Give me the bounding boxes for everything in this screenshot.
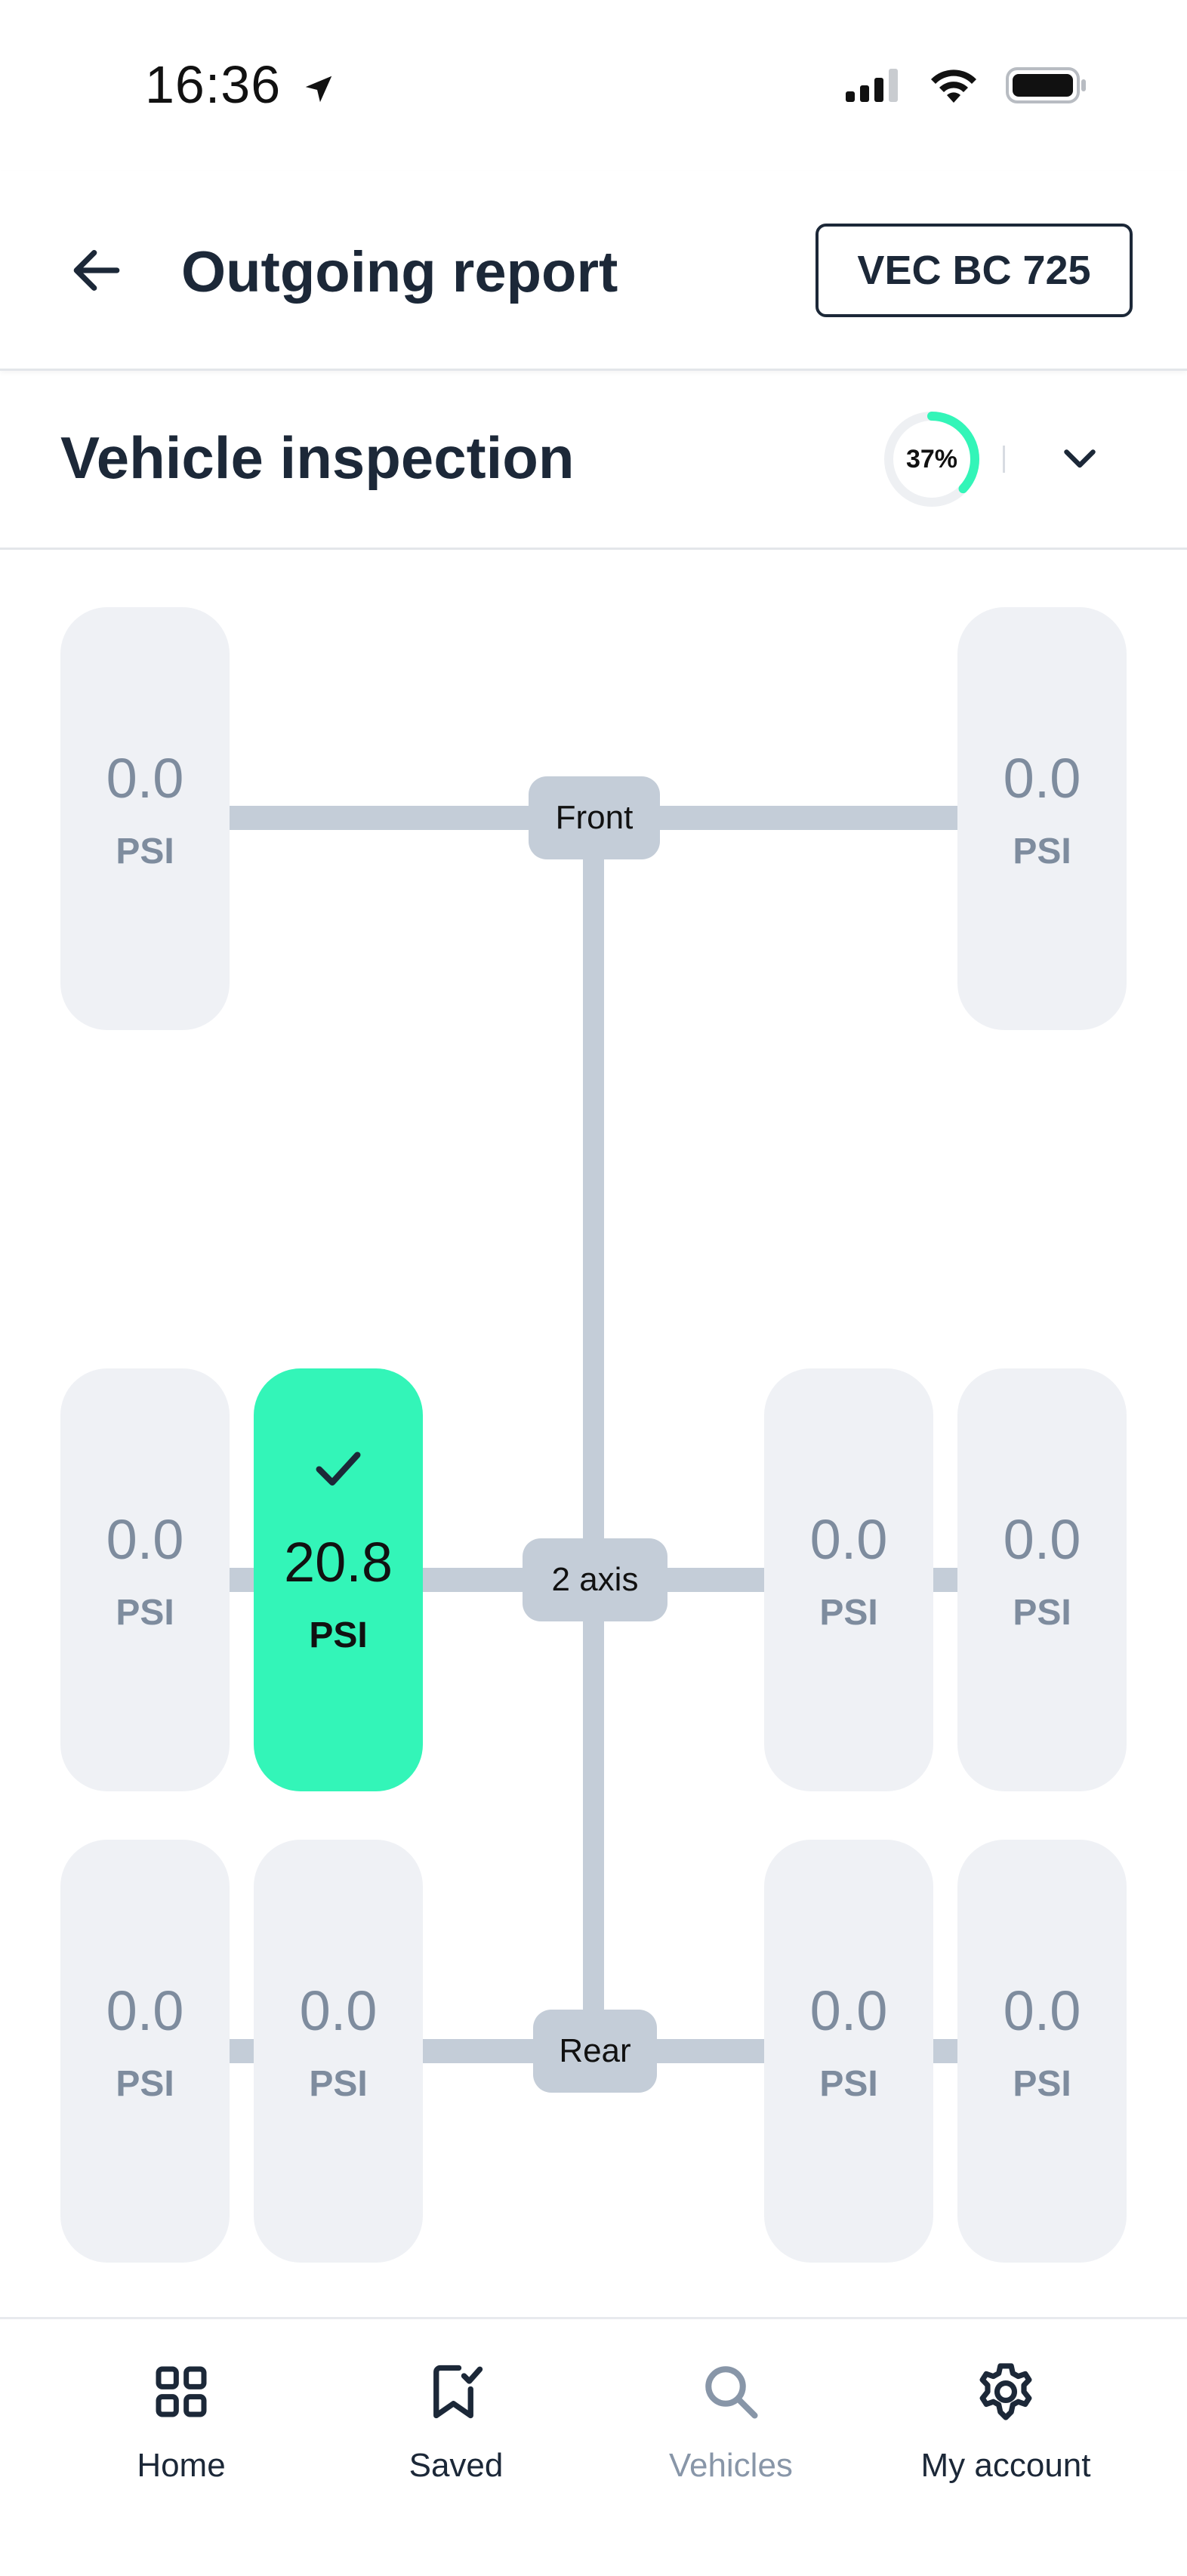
nav-label: My account: [920, 2447, 1091, 2484]
tire-rear-right-inner[interactable]: 0.0 PSI: [764, 1840, 933, 2263]
tire-pressure-unit: PSI: [1013, 2064, 1071, 2104]
status-icons: [846, 66, 1087, 104]
tire-pressure-unit: PSI: [819, 2064, 878, 2104]
divider: [1003, 446, 1005, 473]
section-title: Vehicle inspection: [60, 424, 575, 491]
tire-middle-right-inner[interactable]: 0.0 PSI: [764, 1368, 933, 1791]
tire-pressure-value: 0.0: [299, 1979, 378, 2042]
nav-item-home[interactable]: Home: [68, 2358, 294, 2485]
grid-icon: [147, 2358, 215, 2426]
arrow-left-icon: [73, 250, 120, 291]
tire-pressure-unit: PSI: [1013, 831, 1071, 872]
tire-front-left[interactable]: 0.0 PSI: [60, 607, 230, 1030]
signal-icon: [846, 69, 898, 102]
expand-toggle[interactable]: [1050, 427, 1110, 488]
bookmark-check-icon: [422, 2358, 490, 2426]
tire-pressure-value: 0.0: [106, 1979, 184, 2042]
tire-pressure-value: 0.0: [809, 1508, 888, 1571]
chevron-down-icon: [1064, 449, 1096, 468]
nav-label: Home: [137, 2447, 226, 2484]
tire-rear-left-inner[interactable]: 0.0 PSI: [254, 1840, 423, 2263]
battery-icon: [1006, 67, 1086, 103]
bottom-nav: [0, 2317, 1187, 2576]
search-icon: [697, 2358, 765, 2426]
progress-label: 37%: [905, 444, 958, 474]
tire-pressure-value: 0.0: [106, 1508, 184, 1571]
middle-axle-bar-right-ext: [930, 1568, 960, 1592]
tire-pressure-unit: PSI: [309, 2064, 368, 2104]
back-button[interactable]: [60, 234, 133, 307]
tire-front-right[interactable]: 0.0 PSI: [957, 607, 1127, 1030]
tire-middle-left-outer[interactable]: 0.0 PSI: [60, 1368, 230, 1791]
axle-label-front: Front: [529, 776, 660, 859]
center-beam: [583, 817, 604, 2050]
tire-pressure-value: 0.0: [1003, 1979, 1081, 2042]
tire-pressure-unit: PSI: [116, 831, 174, 872]
vehicle-plate-button[interactable]: VEC BC 725: [815, 224, 1133, 317]
nav-label: Vehicles: [669, 2447, 793, 2484]
progress-ring: [884, 412, 979, 507]
nav-item-saved[interactable]: Saved: [343, 2358, 569, 2485]
tire-pressure-unit: PSI: [309, 1615, 368, 1655]
gear-icon: [972, 2358, 1040, 2426]
tire-pressure-value: 0.0: [809, 1979, 888, 2042]
axle-label-rear: Rear: [533, 2010, 657, 2093]
status-time: 16:36: [145, 54, 336, 115]
location-arrow-icon: [305, 76, 331, 102]
tire-middle-right-outer[interactable]: 0.0 PSI: [957, 1368, 1127, 1791]
app-header: [0, 171, 1187, 371]
tire-pressure-value: 0.0: [106, 747, 184, 810]
wifi-icon: [931, 69, 976, 103]
tire-rear-left-outer[interactable]: 0.0 PSI: [60, 1840, 230, 2263]
section-header: [0, 370, 1187, 550]
tire-middle-left-inner[interactable]: 20.8 PSI: [254, 1368, 423, 1791]
middle-axle-bar-left-ext: [227, 1568, 257, 1592]
check-icon: [310, 1438, 367, 1498]
axle-label-middle: 2 axis: [523, 1538, 667, 1621]
tire-pressure-unit: PSI: [819, 1593, 878, 1633]
tire-pressure-unit: PSI: [116, 1593, 174, 1633]
nav-item-my-account[interactable]: My account: [893, 2358, 1119, 2485]
nav-item-vehicles[interactable]: Vehicles: [618, 2358, 844, 2485]
tire-pressure-unit: PSI: [1013, 1593, 1071, 1633]
tire-pressure-value: 0.0: [1003, 747, 1081, 810]
tire-pressure-value: 0.0: [1003, 1508, 1081, 1571]
page-title: Outgoing report: [181, 240, 618, 304]
progress-ring-arc: [884, 412, 979, 507]
status-time-text: 16:36: [145, 55, 282, 114]
tire-rear-right-outer[interactable]: 0.0 PSI: [957, 1840, 1127, 2263]
nav-label: Saved: [409, 2447, 504, 2484]
tire-pressure-unit: PSI: [116, 2064, 174, 2104]
tire-pressure-value: 20.8: [283, 1531, 393, 1593]
